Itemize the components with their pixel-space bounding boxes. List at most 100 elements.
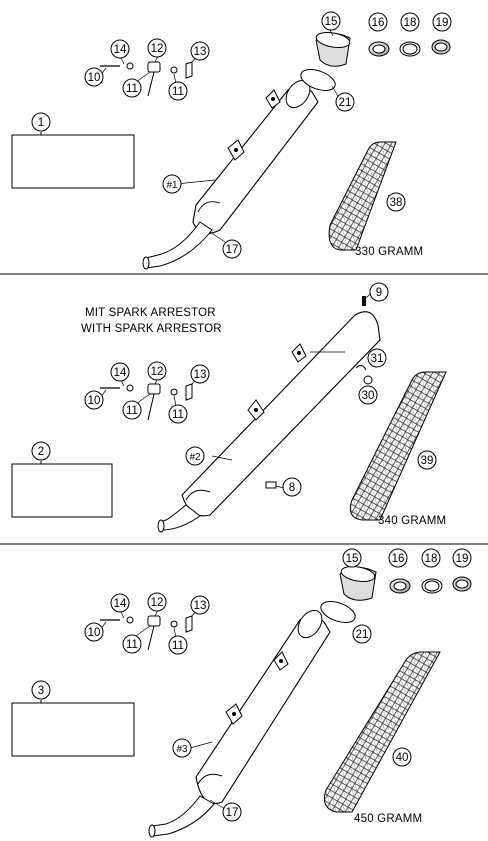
part-callout-11: 11 [168, 404, 188, 424]
part-callout-21-label: 21 [339, 97, 352, 109]
part-callout-13-label: 13 [194, 369, 207, 381]
section-2 [99, 293, 447, 533]
main-body-label-2: #2 [185, 446, 205, 466]
part-callout-9-label: 9 [376, 287, 382, 299]
part-callout-11-label: 11 [172, 640, 184, 652]
part-callout-10-label: 10 [88, 395, 101, 407]
part-callout-10-label: 10 [88, 72, 101, 84]
part-callout-11-label: 11 [172, 409, 184, 421]
part-callout-10: 10 [84, 67, 104, 87]
kit-number-1: 1 [31, 112, 51, 132]
part-callout-14: 14 [110, 362, 130, 382]
part-callout-14: 14 [110, 593, 130, 613]
part-callout-10: 10 [84, 622, 104, 642]
muffler-body [181, 311, 381, 517]
part-callout-19-label: 19 [436, 17, 449, 29]
part-callout-13: 13 [190, 364, 210, 384]
part-callout-10-label: 10 [88, 627, 101, 639]
part-callout-39-label: 39 [421, 455, 434, 467]
main-body-label-1-label: #1 [166, 180, 178, 191]
part-callout-17: 17 [222, 239, 242, 259]
part-callout-16-label: 16 [392, 553, 405, 565]
part-callout-15-label: 15 [346, 553, 359, 565]
outlet-pipe [145, 221, 213, 269]
part-callout-13-label: 13 [194, 600, 207, 612]
part-callout-40-label: 40 [396, 752, 409, 764]
part-callout-16: 16 [368, 12, 388, 32]
kit-grid-box-2 [11, 463, 113, 518]
part-callout-9: 9 [369, 282, 389, 302]
part-callout-38: 38 [386, 192, 406, 212]
part-callout-18: 18 [400, 12, 420, 32]
main-body-label-3-label: #3 [176, 744, 188, 755]
part-callout-30-label: 30 [362, 390, 375, 402]
part-callout-18: 18 [421, 548, 441, 568]
part-callout-15-label: 15 [325, 16, 338, 28]
packing-38 [328, 141, 397, 251]
part-callout-12-label: 12 [151, 597, 164, 609]
part-callout-21-label: 21 [356, 629, 369, 641]
kit-number-2-label: 2 [38, 446, 44, 458]
part-callout-11: 11 [122, 78, 142, 98]
part-callout-11: 11 [168, 635, 188, 655]
kit-grid-box-1 [11, 134, 135, 189]
part-callout-11-label: 11 [172, 86, 184, 98]
kit-grid-box-3 [11, 702, 135, 757]
weight-label-1: 330 GRAMM [355, 246, 423, 258]
part-callout-31-label: 31 [371, 353, 384, 365]
part-callout-18-label: 18 [404, 17, 417, 29]
part-callout-12: 12 [147, 38, 167, 58]
packing-39 [349, 371, 447, 521]
muffler-body [192, 84, 319, 235]
part-callout-13-label: 13 [194, 46, 207, 58]
part-callout-15: 15 [321, 11, 341, 31]
part-callout-11: 11 [122, 634, 142, 654]
part-callout-17-label: 17 [226, 244, 239, 256]
part-callout-10: 10 [84, 390, 104, 410]
part-callout-11-label: 11 [126, 639, 138, 651]
main-body-label-3: #3 [172, 738, 192, 758]
part-callout-39: 39 [417, 450, 437, 470]
kit-number-2: 2 [31, 441, 51, 461]
spark-arrestor-note-en: WITH SPARK ARRESTOR [81, 323, 222, 335]
spark-arrestor-note-de: MIT SPARK ARRESTOR [85, 307, 216, 319]
kit-number-3: 3 [31, 680, 51, 700]
weight-label-3: 450 GRAMM [354, 813, 422, 825]
part-callout-40: 40 [392, 747, 412, 767]
outlet-pipe [151, 795, 215, 837]
part-callout-11-label: 11 [126, 83, 138, 95]
gasket-21 [300, 69, 336, 91]
part-callout-30: 30 [358, 385, 378, 405]
part-callout-11: 11 [122, 400, 142, 420]
main-body-label-1: #1 [162, 174, 182, 194]
part-callout-13: 13 [190, 595, 210, 615]
part-callout-13: 13 [190, 41, 210, 61]
part-callout-14-label: 14 [114, 367, 127, 379]
text-layer: 330 GRAMM 340 GRAMM 450 GRAMM MIT SPARK … [81, 246, 446, 825]
packing-40 [323, 651, 441, 813]
part-callout-16: 16 [388, 548, 408, 568]
main-body-label-2-label: #2 [189, 452, 201, 463]
part-callout-17: 17 [222, 802, 242, 822]
part-callout-17-label: 17 [226, 807, 239, 819]
gasket-21 [320, 601, 356, 623]
part-callout-21: 21 [335, 92, 355, 112]
part-callout-18-label: 18 [425, 553, 438, 565]
part-callout-11: 11 [168, 81, 188, 101]
part-callout-8: 8 [282, 477, 302, 497]
part-callout-11-label: 11 [126, 405, 138, 417]
part-callout-16-label: 16 [372, 17, 385, 29]
muffler-body [195, 614, 331, 804]
weight-label-2: 340 GRAMM [378, 515, 446, 527]
section-3 [99, 566, 472, 838]
part-callout-15: 15 [342, 548, 362, 568]
part-callout-21: 21 [352, 624, 372, 644]
part-callout-19: 19 [432, 12, 452, 32]
part-callout-38-label: 38 [390, 197, 403, 209]
section-1 [99, 29, 451, 270]
part-callout-14-label: 14 [114, 598, 127, 610]
kit-number-3-label: 3 [38, 685, 44, 697]
part-callout-12: 12 [147, 592, 167, 612]
part-callout-14: 14 [110, 39, 130, 59]
